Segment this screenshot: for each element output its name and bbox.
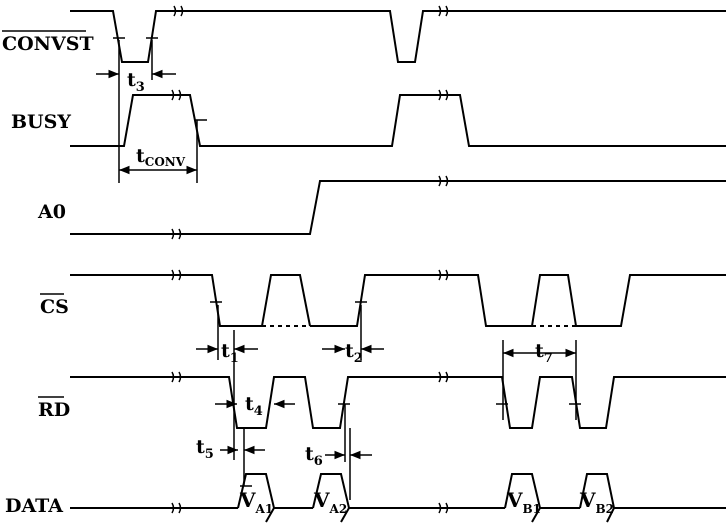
t2-label: t2 bbox=[345, 340, 363, 366]
cs-waveform bbox=[70, 274, 311, 327]
busy-waveform bbox=[70, 94, 726, 147]
busy-break-marks bbox=[171, 89, 449, 101]
data-break-marks bbox=[171, 502, 449, 514]
rd-break-marks bbox=[171, 371, 449, 383]
tconv-label: tCONV bbox=[136, 145, 186, 169]
rd-label: RD bbox=[38, 399, 70, 421]
rd-waveform bbox=[70, 376, 726, 429]
a0-break-marks bbox=[171, 175, 449, 240]
a0-waveform bbox=[70, 180, 726, 235]
convst-waveform bbox=[70, 10, 726, 63]
a0-label: A0 bbox=[37, 201, 66, 223]
cs-label: CS bbox=[40, 296, 69, 318]
t7-label: t7 bbox=[535, 340, 553, 366]
cs-break-marks bbox=[171, 269, 449, 281]
reference-lines bbox=[118, 40, 577, 500]
data-label: DATA bbox=[5, 495, 63, 517]
va1-label: VA1 bbox=[239, 488, 273, 516]
data-waveform bbox=[70, 473, 726, 523]
convst-label: CONVST bbox=[2, 33, 94, 55]
va2-label: VA2 bbox=[313, 488, 347, 516]
t3-label: t3 bbox=[127, 69, 145, 95]
busy-label: BUSY bbox=[11, 111, 71, 133]
convst-break-marks bbox=[173, 5, 449, 17]
t5-label: t5 bbox=[196, 436, 214, 462]
t4-label: t4 bbox=[245, 393, 263, 419]
t1-label: t1 bbox=[221, 340, 239, 366]
timing-arrows bbox=[96, 69, 576, 460]
vb1-label: VB1 bbox=[506, 488, 541, 516]
vb2-label: VB2 bbox=[579, 488, 614, 516]
t6-label: t6 bbox=[305, 443, 323, 469]
